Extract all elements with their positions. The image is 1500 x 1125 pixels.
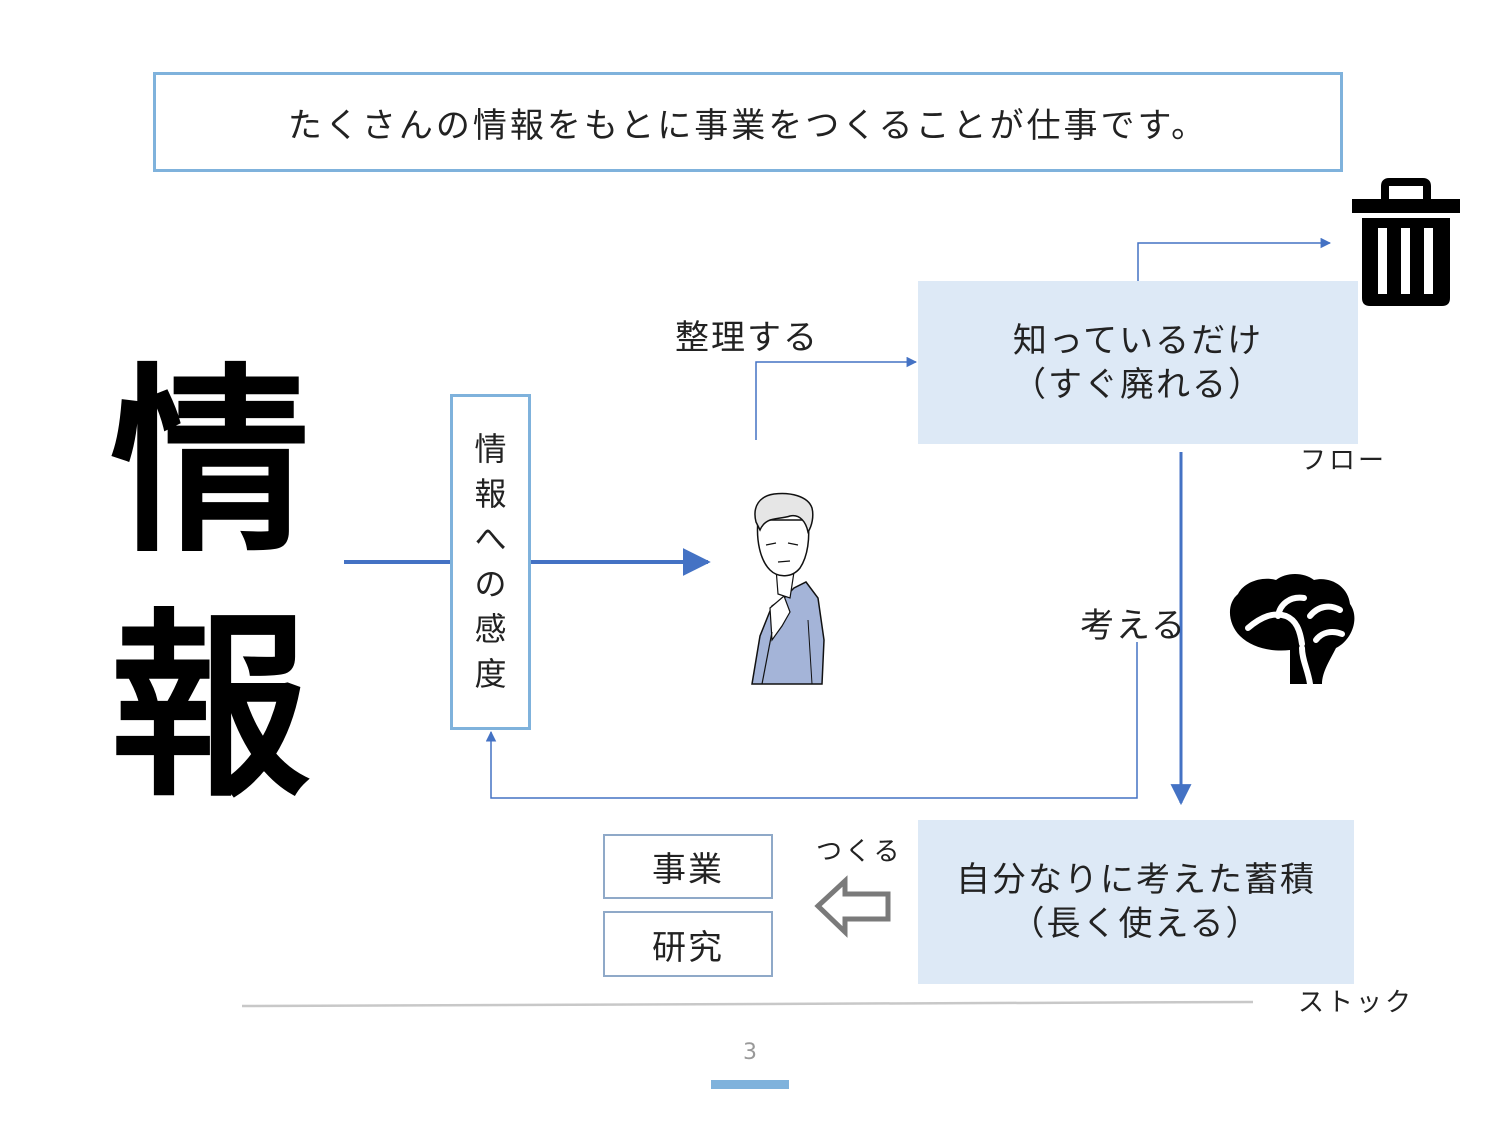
stock-box: 自分なりに考えた蓄積 （長く使える） [918,820,1354,984]
brain-icon [1229,574,1355,687]
sensitivity-char: 感 [474,610,507,648]
hollow-left-arrow-icon [814,875,891,938]
main-label: 情 報 [100,340,320,830]
trash-icon [1352,178,1460,306]
page-number: 3 [743,1040,757,1065]
know-box-line2: （すぐ廃れる） [1012,364,1264,405]
research-label: 研究 [652,927,724,968]
sensitivity-char: 情 [474,430,507,468]
page-number-accent-bar [711,1080,789,1089]
know-box: 知っているだけ （すぐ廃れる） [918,281,1358,444]
person-illustration [751,492,825,685]
make-label: つくる [816,837,903,867]
main-label-char: 情 [109,345,310,580]
business-label: 事業 [652,850,724,890]
discard-arrow [1137,237,1332,281]
feedback-arrow [485,642,1138,799]
title-box: たくさんの情報をもとに事業をつくることが仕事です。 [153,72,1343,172]
research-box: 研究 [603,911,773,977]
title-text: たくさんの情報をもとに事業をつくることが仕事です。 [287,105,1209,146]
stock-label: ストック [1298,988,1415,1018]
know-box-line1: 知っているだけ [1012,320,1264,361]
stock-box-line2: （長く使える） [1010,904,1262,944]
sensitivity-char: 報 [474,475,507,513]
sensitivity-char: の [474,565,507,603]
footer-divider [241,1000,1254,1008]
flow-label: フロー [1300,446,1388,476]
sensitivity-char: へ [474,520,507,558]
organize-arrow [755,356,918,440]
organize-label: 整理する [675,318,819,358]
stock-box-line1: 自分なりに考えた蓄積 [956,860,1316,900]
think-label: 考える [1080,606,1187,646]
business-box: 事業 [603,834,773,899]
sensitivity-char: 度 [474,655,507,693]
sensitivity-box: 情 報 へ の 感 度 [450,394,531,730]
main-label-char: 報 [109,590,310,825]
